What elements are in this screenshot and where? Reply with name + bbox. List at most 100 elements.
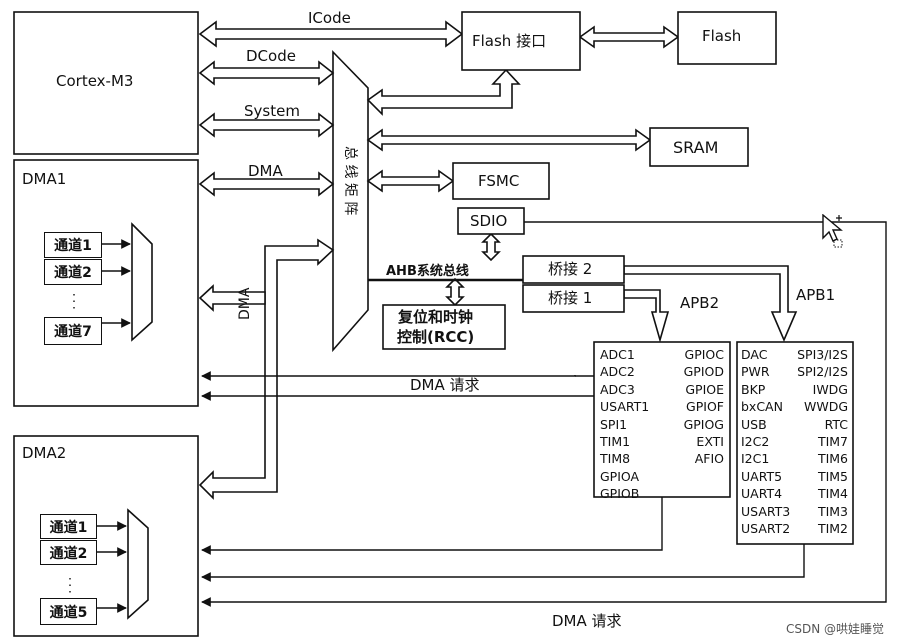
- dma-arrow: [198, 171, 335, 197]
- fsmc-label: FSMC: [478, 172, 520, 190]
- apb1-peripheral: USB: [741, 416, 767, 432]
- dma1-bus-path: [198, 284, 266, 312]
- dma2-channel-ellipsis: ·: [67, 576, 71, 588]
- watermark: CSDN @哄娃睡觉: [786, 622, 885, 636]
- apb2-peripheral: GPIOF: [686, 399, 724, 415]
- rcc-label-line2: 控制(RCC): [397, 328, 475, 346]
- apb1-peripheral: TIM4: [817, 486, 848, 502]
- dma-bus-path: [198, 238, 335, 500]
- bridge2-box: [522, 255, 625, 284]
- apb2-peripheral: GPIOG: [683, 416, 724, 432]
- apb1-peripheral: TIM6: [817, 451, 848, 467]
- apb2-label: APB2: [680, 294, 720, 312]
- apb1-peripheral: DAC: [741, 347, 768, 362]
- apb2-peripheral: SPI1: [600, 416, 628, 432]
- bridge2-label: 桥接 2: [548, 260, 593, 278]
- apb1-peripheral: USART3: [741, 503, 791, 519]
- dcode-label: DCode: [246, 47, 296, 65]
- apb2-peripheral: EXTI: [696, 434, 724, 450]
- apb2-peripheral: TIM1: [600, 434, 631, 450]
- cortex-box: [13, 11, 199, 155]
- dma1-mux: [131, 222, 153, 342]
- apb1-peripheral: SPI2/I2S: [797, 364, 848, 380]
- matrix-fsmc-arrow: [366, 169, 455, 193]
- fsmc-box: [452, 162, 550, 200]
- system-arrow: [198, 112, 335, 138]
- rcc-label-line1: 复位和时钟: [398, 308, 474, 326]
- apb1-peripheral: PWR: [741, 364, 770, 380]
- rcc-box: [382, 304, 506, 350]
- apb1-peripheral: UART5: [741, 468, 783, 484]
- dma-request-label-2: DMA 请求: [552, 612, 622, 630]
- apb1-peripheral: IWDG: [812, 381, 848, 397]
- dma1-channel-ellipsis: ·: [71, 292, 75, 304]
- apb1-peripheral: I2C1: [741, 451, 770, 467]
- ahb-label: AHB系统总线: [386, 264, 469, 279]
- apb1-arrow: [623, 265, 798, 343]
- apb2-peripheral: GPIOD: [683, 364, 724, 380]
- apb2-arrow: [623, 289, 670, 343]
- apb1-peripheral: USART2: [741, 521, 791, 537]
- apb1-peripheral: WWDG: [803, 399, 848, 415]
- apb2-peripheral: ADC3: [600, 381, 635, 397]
- rcc-ahb-arrow: [445, 277, 465, 307]
- flashif-label: Flash 接口: [472, 32, 547, 50]
- system-label: System: [244, 102, 300, 120]
- sram-label: SRAM: [673, 138, 719, 157]
- bridge1-box: [522, 284, 625, 313]
- dma1-channel-2: 通道2: [44, 259, 102, 285]
- cortex-label: Cortex-M3: [56, 72, 134, 90]
- dma2-channel-1: 通道1: [40, 514, 97, 539]
- apb2-peripheral: AFIO: [694, 451, 724, 467]
- apb1-box: [736, 341, 854, 545]
- dma2-mux: [127, 508, 149, 620]
- flashif-flash-arrow: [578, 25, 680, 49]
- sdio-ahb-arrow: [481, 232, 501, 262]
- dma-bus-label: DMA: [248, 162, 283, 180]
- apb2-peripheral: GPIOB: [600, 486, 640, 502]
- dma2-label: DMA2: [22, 444, 67, 462]
- flash-box: [677, 11, 777, 65]
- dma1-channel-7: 通道7: [44, 317, 102, 345]
- apb2-peripheral: GPIOA: [600, 468, 640, 484]
- apb2-peripheral: USART1: [600, 399, 650, 415]
- dcode-arrow: [198, 60, 335, 86]
- matrix-sram-arrow: [366, 128, 652, 152]
- icode-label: ICode: [308, 9, 351, 27]
- apb2-peripheral: TIM8: [600, 451, 631, 467]
- apb1-label: APB1: [796, 286, 836, 304]
- dma1-channel-1: 通道1: [44, 232, 102, 258]
- sram-box: [649, 127, 749, 167]
- apb1-peripheral: SPI3/I2S: [797, 347, 848, 362]
- sdio-label: SDIO: [470, 212, 508, 230]
- apb1-peripheral: TIM5: [817, 468, 848, 484]
- bus-matrix-label: 总 线 矩 阵: [342, 146, 358, 216]
- apb1-peripheral: TIM7: [817, 434, 848, 450]
- apb2-peripheral: ADC2: [600, 364, 635, 380]
- dma-vertical-label: DMA: [237, 287, 253, 320]
- apb2-box: [593, 341, 731, 498]
- apb1-peripheral: bxCAN: [741, 399, 783, 415]
- apb2-peripheral: ADC1: [600, 347, 635, 362]
- apb2-peripheral: GPIOC: [684, 347, 724, 362]
- apb1-peripheral: TIM2: [817, 521, 848, 537]
- apb1-peripheral: TIM3: [817, 503, 848, 519]
- bridge1-label: 桥接 1: [548, 289, 593, 307]
- apb1-peripheral: I2C2: [741, 434, 770, 450]
- dma1-box: [13, 159, 199, 407]
- dma2-channel-5: 通道5: [40, 598, 97, 625]
- dma2-channel-2: 通道2: [40, 540, 97, 565]
- apb1-peripheral: UART4: [741, 486, 783, 502]
- apb1-peripheral: BKP: [741, 381, 766, 397]
- sdio-box: [457, 207, 525, 235]
- flashif-box: [461, 11, 581, 71]
- apb1-peripheral: RTC: [824, 416, 848, 432]
- flash-label: Flash: [702, 27, 742, 45]
- matrix-flashif-arrow: [366, 68, 521, 116]
- apb2-peripheral: GPIOE: [685, 381, 724, 397]
